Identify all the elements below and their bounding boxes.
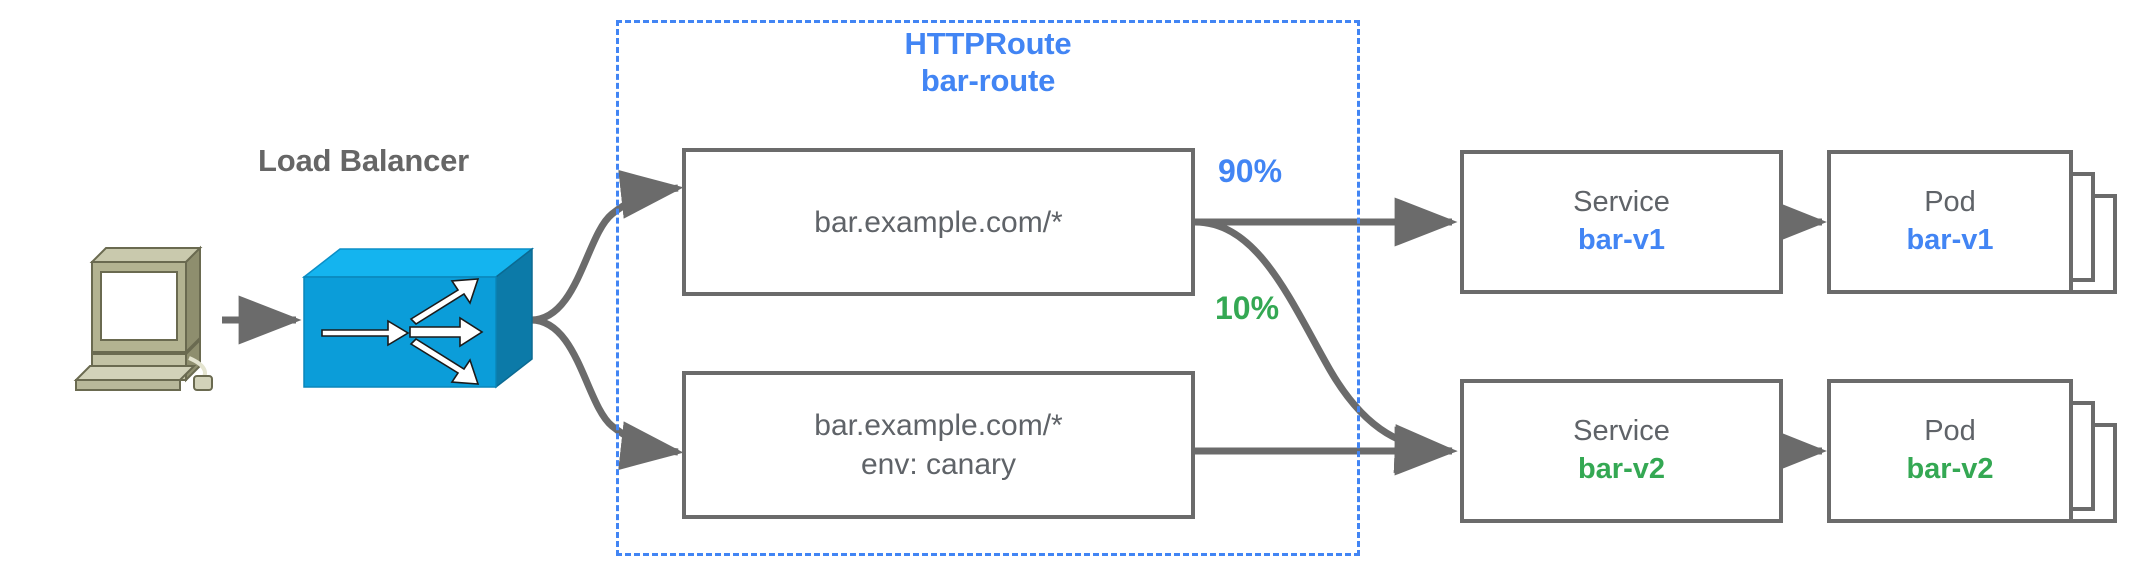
pod-bar-v1-box[interactable]: Pod bar-v1 bbox=[1827, 150, 2073, 294]
pod-v1-kind: Pod bbox=[1924, 186, 1976, 219]
weight-label-90: 90% bbox=[1218, 153, 1283, 189]
httproute-title: HTTPRoute bar-route bbox=[616, 26, 1360, 99]
pod-v1-name: bar-v1 bbox=[1906, 224, 1994, 256]
httproute-kind: HTTPRoute bbox=[904, 26, 1072, 61]
service-v2-name: bar-v2 bbox=[1577, 453, 1666, 485]
service-v2-kind: Service bbox=[1573, 415, 1670, 448]
load-balancer-label: Load Balancer bbox=[258, 143, 470, 178]
weight-label-10: 10% bbox=[1215, 290, 1280, 326]
pod-bar-v1-stack[interactable]: Pod bar-v1 bbox=[1827, 150, 2117, 350]
service-bar-v2-box[interactable]: Service bar-v2 bbox=[1460, 379, 1783, 523]
rule-canary-match-host: bar.example.com/* bbox=[814, 409, 1063, 442]
rule-primary-match: bar.example.com/* bbox=[814, 205, 1063, 239]
httproute-name: bar-route bbox=[920, 62, 1056, 98]
rule-primary-box[interactable]: bar.example.com/* bbox=[682, 148, 1195, 296]
httproute-group-box bbox=[616, 20, 1360, 556]
rule-canary-match-header: env: canary bbox=[860, 448, 1017, 481]
pod-bar-v2-box[interactable]: Pod bar-v2 bbox=[1827, 379, 2073, 523]
load-balancer-switch-icon bbox=[301, 247, 535, 389]
service-bar-v1-box[interactable]: Service bar-v1 bbox=[1460, 150, 1783, 294]
workstation-icon bbox=[73, 245, 213, 391]
pod-v2-kind: Pod bbox=[1924, 415, 1976, 448]
pod-bar-v2-stack[interactable]: Pod bar-v2 bbox=[1827, 379, 2117, 573]
service-v1-kind: Service bbox=[1573, 186, 1670, 219]
rule-canary-box[interactable]: bar.example.com/* env: canary bbox=[682, 371, 1195, 519]
pod-v2-name: bar-v2 bbox=[1906, 453, 1994, 485]
service-v1-name: bar-v1 bbox=[1577, 224, 1666, 256]
